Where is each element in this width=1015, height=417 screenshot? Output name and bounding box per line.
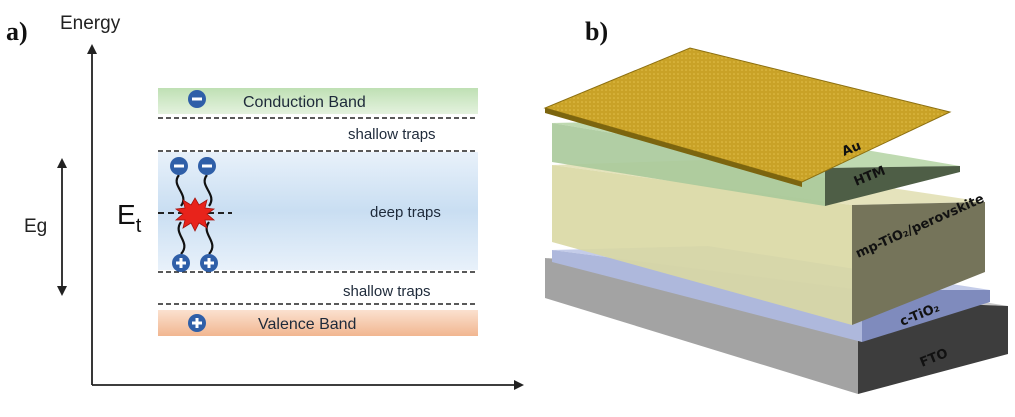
panel-b-label: b) bbox=[585, 17, 608, 46]
conduction-band bbox=[158, 88, 478, 114]
valence-band-label: Valence Band bbox=[258, 316, 356, 333]
trapped-electron-1 bbox=[170, 157, 188, 175]
y-axis-label: Energy bbox=[60, 13, 121, 34]
shallow-traps-bottom-label: shallow traps bbox=[343, 283, 431, 300]
layer-au-label: Au bbox=[840, 139, 864, 160]
valence-band bbox=[158, 310, 478, 336]
electron-marker bbox=[188, 90, 206, 108]
trap-level-label: Et bbox=[117, 199, 142, 237]
hole-marker bbox=[188, 314, 206, 332]
trapped-hole-2 bbox=[200, 254, 218, 272]
deep-traps-label: deep traps bbox=[370, 204, 441, 221]
panel-a-label: a) bbox=[6, 17, 28, 46]
panel-b: b) Au HT bbox=[543, 17, 1008, 394]
panel-a: a) Energy Eg Conduction Band shallow tra… bbox=[6, 13, 524, 390]
band-gap-label: Eg bbox=[24, 216, 47, 237]
shallow-traps-top-label: shallow traps bbox=[348, 126, 436, 143]
trapped-electron-2 bbox=[198, 157, 216, 175]
recombination-burst-icon bbox=[174, 197, 216, 232]
layer-au bbox=[543, 47, 952, 187]
trapped-hole-1 bbox=[172, 254, 190, 272]
conduction-band-label: Conduction Band bbox=[243, 94, 366, 111]
carrier-paths bbox=[175, 174, 214, 255]
